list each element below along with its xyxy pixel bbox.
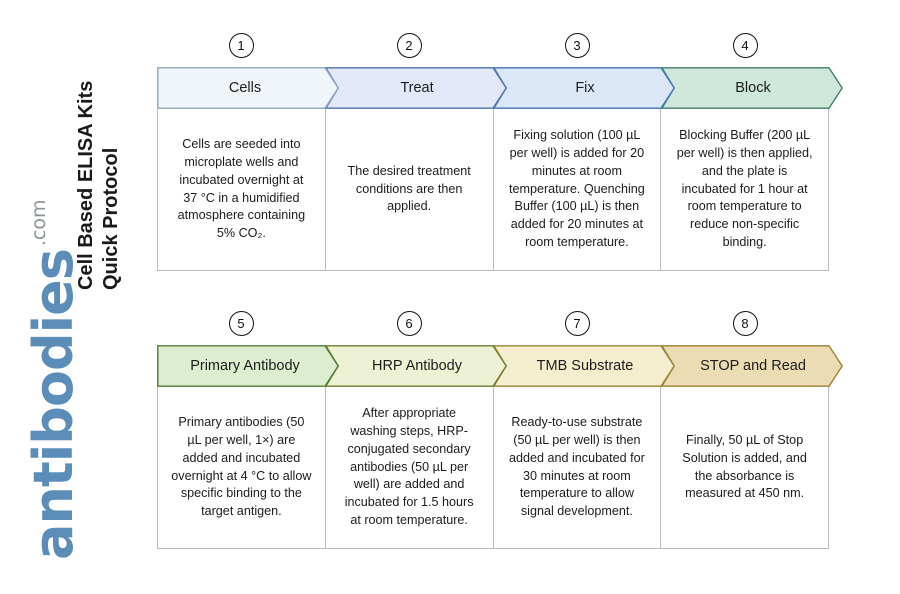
logo-domain-suffix: .com [28, 199, 50, 247]
step-number-badge: 6 [396, 311, 422, 336]
step-number-badge: 8 [732, 311, 758, 336]
chevron-label: Primary Antibody [190, 358, 300, 374]
step-number-badge: 3 [564, 33, 590, 58]
step-description-cell: The desired treatment conditions are the… [326, 109, 494, 270]
step-description-text: The desired treatment conditions are the… [347, 163, 471, 214]
chevron-step-8[interactable]: STOP and Read [661, 345, 843, 387]
step-description-cell: After appropriate washing steps, HRP-con… [326, 387, 494, 548]
chevron-step-6[interactable]: HRP Antibody [325, 345, 507, 387]
step-number-badge: 7 [564, 311, 590, 336]
step-description-cell: Ready-to-use substrate (50 µL per well) … [494, 387, 662, 548]
chevron-label: Cells [228, 80, 262, 96]
step-number-badge: 1 [228, 33, 254, 58]
chevron-shape [157, 345, 339, 387]
step-description-cell: Primary antibodies (50 µL per well, 1×) … [158, 387, 326, 548]
step-number-strip: 5 6 7 8 [157, 311, 829, 345]
step-description-cell: Blocking Buffer (200 µL per well) is the… [661, 109, 828, 270]
chevron-step-4[interactable]: Block [661, 67, 843, 109]
chevron-shape [157, 67, 339, 109]
chevron-step-1[interactable]: Cells [157, 67, 339, 109]
step-number-strip: 1 2 3 4 [157, 33, 829, 67]
step-description-cell: Fixing solution (100 µL per well) is add… [494, 109, 662, 270]
logo-wordmark: antibodies [22, 249, 86, 560]
description-strip: Primary antibodies (50 µL per well, 1×) … [157, 387, 829, 549]
step-description-text: Blocking Buffer (200 µL per well) is the… [676, 127, 813, 250]
step-description-cell: Cells are seeded into microplate wells a… [158, 109, 326, 270]
chevron-step-2[interactable]: Treat [325, 67, 507, 109]
step-description-text: Finally, 50 µL of Stop Solution is added… [682, 432, 807, 501]
step-description-text: Fixing solution (100 µL per well) is add… [508, 127, 645, 250]
antibodies-logo: antibodies .com [22, 199, 86, 560]
chevron-label: STOP and Read [700, 358, 806, 374]
left-rail: Cell Based ELISA Kits Quick Protocol ant… [0, 0, 152, 594]
chevron-strip: Primary Antibody HRP Antibody TMB Substrat… [157, 345, 843, 387]
chevron-label: Treat [400, 80, 434, 96]
description-strip: Cells are seeded into microplate wells a… [157, 109, 829, 271]
step-number-badge: 5 [228, 311, 254, 336]
chevron-label: TMB Substrate [536, 358, 634, 374]
step-description-text: Cells are seeded into microplate wells a… [177, 136, 306, 241]
step-description-text: Ready-to-use substrate (50 µL per well) … [508, 414, 645, 519]
page-title-line-2: Quick Protocol [100, 147, 123, 290]
chevron-strip: Cells Treat Fix Block [157, 67, 843, 109]
step-number-badge: 4 [732, 33, 758, 58]
chevron-step-3[interactable]: Fix [493, 67, 675, 109]
chevron-step-7[interactable]: TMB Substrate [493, 345, 675, 387]
step-description-text: Primary antibodies (50 µL per well, 1×) … [171, 414, 312, 519]
chevron-label: Fix [575, 80, 595, 96]
chevron-label: HRP Antibody [371, 358, 462, 374]
chevron-label: Block [735, 80, 771, 96]
step-description-cell: Finally, 50 µL of Stop Solution is added… [661, 387, 828, 548]
step-description-text: After appropriate washing steps, HRP-con… [344, 405, 474, 528]
chevron-step-5[interactable]: Primary Antibody [157, 345, 339, 387]
step-number-badge: 2 [396, 33, 422, 58]
